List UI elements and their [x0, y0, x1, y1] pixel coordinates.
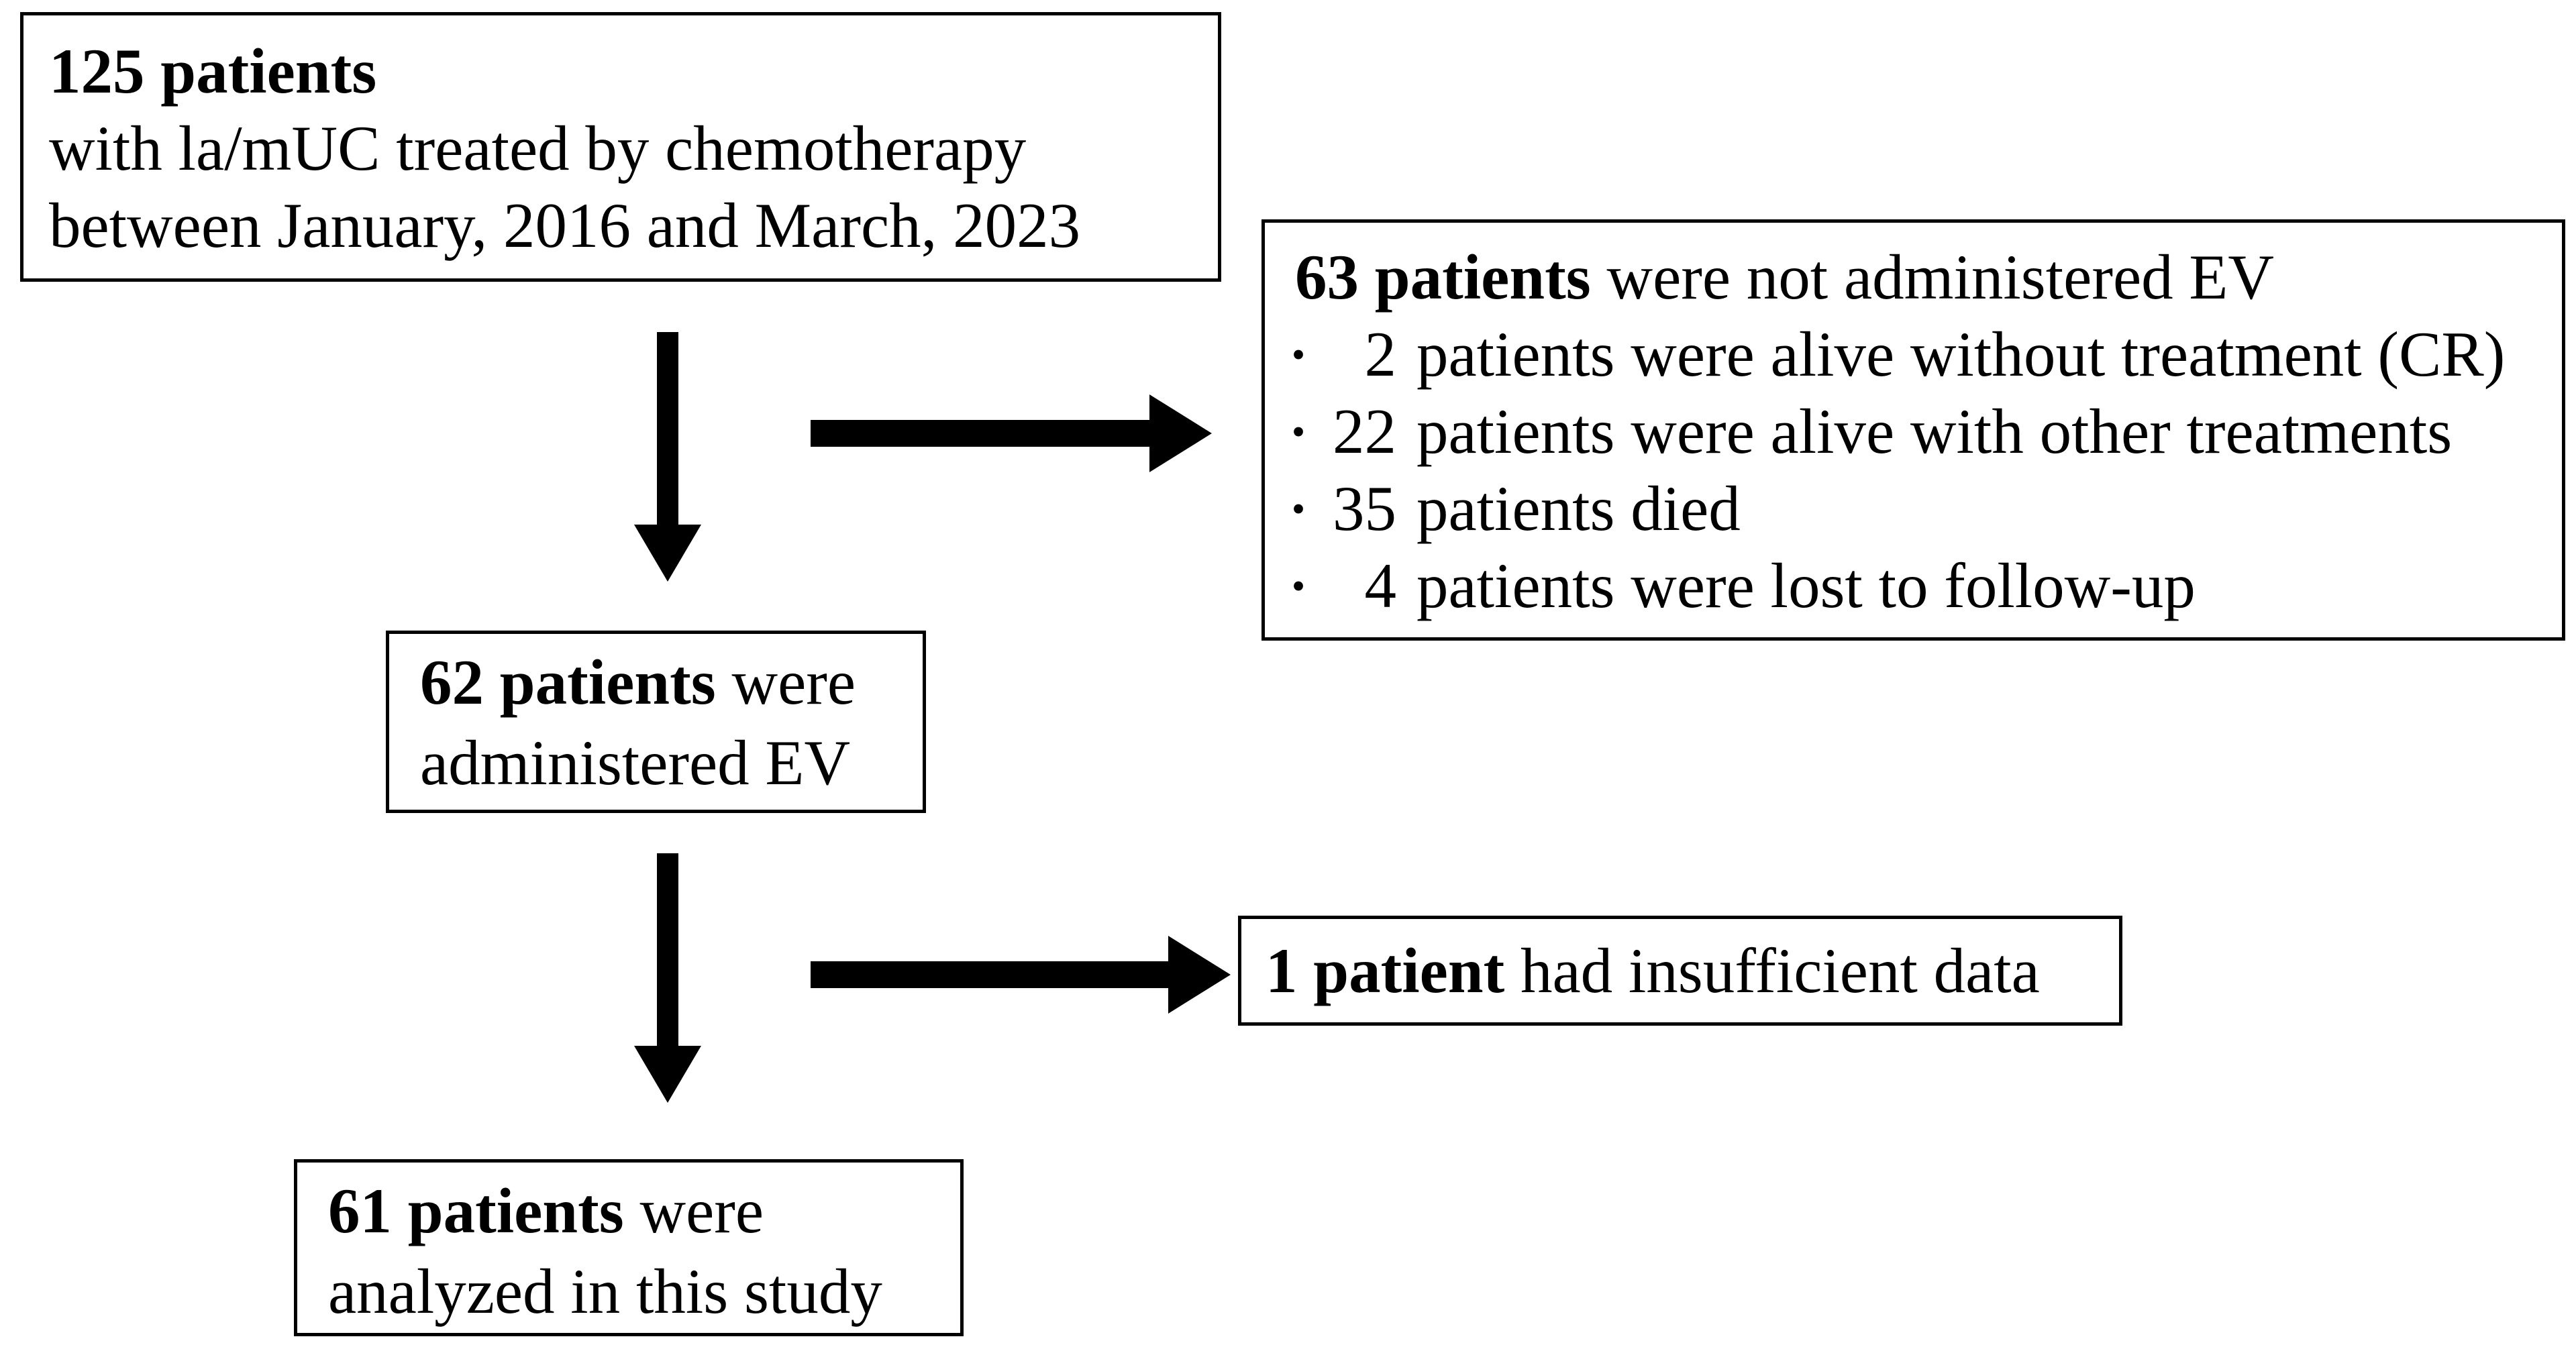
- administered-rest: were: [715, 647, 856, 718]
- bullet-icon: •: [1291, 564, 1306, 608]
- bullet-count: 2: [1364, 319, 1397, 390]
- bullet-count: 22: [1333, 396, 1396, 467]
- analyzed-count: 61 patients: [328, 1175, 624, 1246]
- excluded-count: 63 patients: [1295, 241, 1591, 313]
- cohort-description-line: with la/mUC treated by chemotherapy: [49, 113, 1027, 184]
- cohort-period-line: between January, 2016 and March, 2023: [49, 190, 1081, 261]
- excluded-bullet-row: • 2 patients were alive without treatmen…: [1265, 316, 2562, 393]
- box-chemotherapy-cohort: 125 patients with la/mUC treated by chem…: [20, 12, 1221, 282]
- analyzed-line1: 61 patients were: [328, 1171, 960, 1251]
- bullet-icon: •: [1291, 487, 1306, 531]
- excluded-heading-rest: were not administered EV: [1590, 241, 2275, 313]
- arrow-right-to-insufficient-data-icon: [811, 936, 1232, 1014]
- insufficient-count: 1 patient: [1266, 934, 1505, 1006]
- excluded-bullet-row: • 35 patients died: [1265, 470, 2562, 547]
- administered-line1: 62 patients were: [420, 642, 923, 722]
- arrow-right-to-not-administered-icon: [811, 394, 1213, 472]
- analyzed-line2: analyzed in this study: [328, 1256, 882, 1327]
- administered-line2: administered EV: [420, 727, 851, 798]
- box-insufficient-data: 1 patient had insufficient data: [1238, 916, 2122, 1026]
- excluded-heading: 63 patients were not administered EV: [1265, 239, 2562, 316]
- cohort-count: 125 patients: [49, 36, 377, 107]
- bullet-text: patients died: [1416, 473, 1741, 544]
- bullet-text: patients were alive without treatment (C…: [1416, 319, 2506, 390]
- box-administered-ev: 62 patients were administered EV: [386, 631, 926, 813]
- bullet-count: 35: [1333, 473, 1396, 544]
- bullet-count: 4: [1364, 550, 1397, 621]
- analyzed-rest: were: [623, 1175, 764, 1246]
- administered-count: 62 patients: [420, 647, 716, 718]
- box-analyzed-in-study: 61 patients were analyzed in this study: [294, 1159, 964, 1336]
- box-not-administered-ev: 63 patients were not administered EV • 2…: [1261, 219, 2565, 641]
- bullet-icon: •: [1291, 410, 1306, 453]
- excluded-bullet-row: • 4 patients were lost to follow-up: [1265, 547, 2562, 625]
- bullet-icon: •: [1291, 333, 1306, 376]
- excluded-bullet-row: • 22 patients were alive with other trea…: [1265, 393, 2562, 470]
- arrow-down-cohort-to-administered-icon: [634, 332, 701, 582]
- insufficient-line: 1 patient had insufficient data: [1266, 932, 2040, 1010]
- arrow-down-administered-to-analyzed-icon: [634, 853, 701, 1103]
- bullet-text: patients were lost to follow-up: [1416, 550, 2196, 621]
- bullet-text: patients were alive with other treatment…: [1416, 396, 2453, 467]
- insufficient-rest: had insufficient data: [1504, 934, 2040, 1006]
